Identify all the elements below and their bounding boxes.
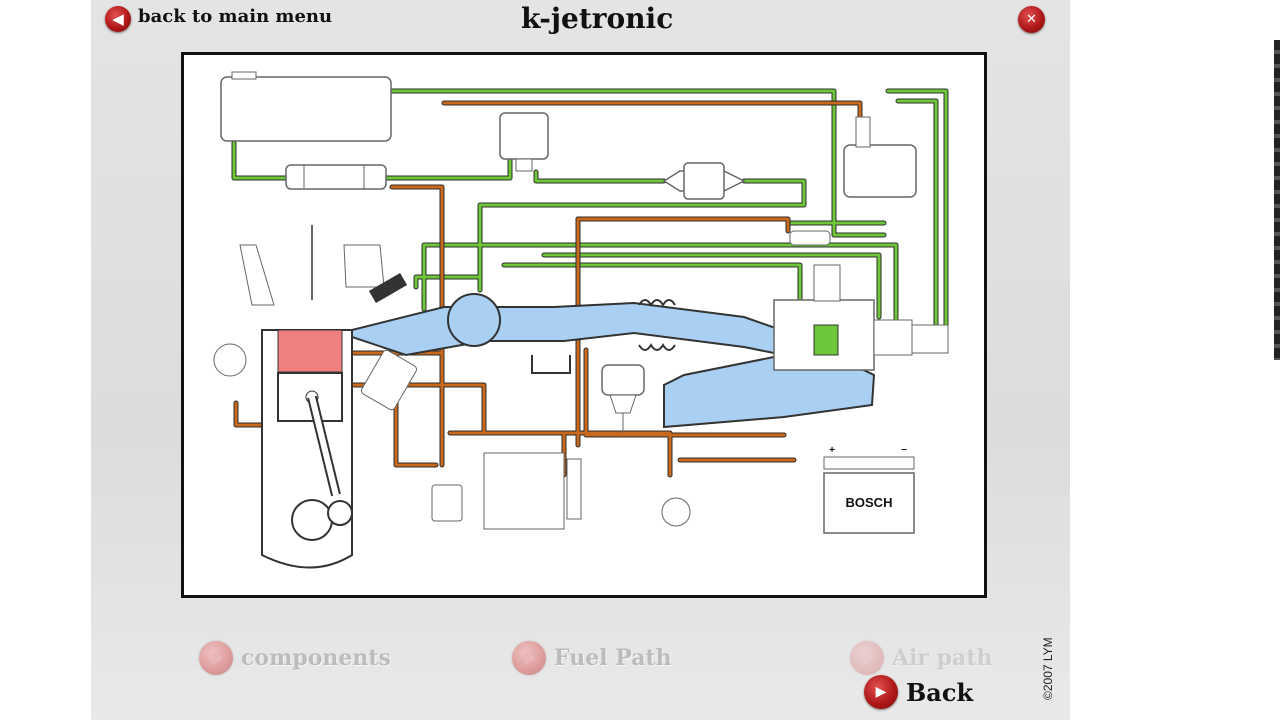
fuel-path-button[interactable]: Fuel Path: [512, 641, 672, 675]
fuel-tank: [220, 76, 392, 142]
auxiliary-air-device: [601, 364, 645, 396]
back-label: Back: [906, 677, 974, 707]
back-button[interactable]: ▶ Back: [864, 675, 973, 709]
fuel-path-label: Fuel Path: [554, 645, 672, 671]
air-path-button[interactable]: Air path: [850, 641, 992, 675]
thermo-time-switch: [431, 484, 463, 522]
fuel-accumulator: [499, 112, 549, 160]
battery: BOSCH + −: [823, 445, 915, 534]
close-button[interactable]: ✕: [1018, 6, 1045, 33]
arrow-left-icon: ◀: [112, 10, 124, 28]
battery-minus: −: [901, 445, 907, 456]
app-window: ◀ back to main menu k-jetronic ✕: [91, 0, 1070, 720]
components-label: components: [241, 645, 391, 671]
play-icon: ▶: [864, 675, 898, 709]
copyright: ©2007 LYM: [1041, 637, 1055, 700]
air-path-label: Air path: [892, 645, 993, 671]
back-to-main-button[interactable]: ◀: [105, 6, 131, 32]
warm-up-regulator: [843, 144, 917, 198]
close-icon: ✕: [1026, 12, 1037, 27]
play-icon: [850, 641, 884, 675]
fuel-pump: [285, 164, 387, 190]
ignition-switch: [661, 497, 691, 527]
components-button[interactable]: components: [199, 641, 391, 675]
battery-label: BOSCH: [846, 495, 893, 510]
battery-plus: +: [829, 445, 835, 456]
scrollbar-strip: [1274, 40, 1280, 360]
diagram-frame: BOSCH + −: [181, 52, 987, 598]
k-jetronic-diagram: BOSCH + −: [213, 71, 949, 569]
play-icon: [512, 641, 546, 675]
control-relay: [483, 452, 565, 530]
play-icon: [199, 641, 233, 675]
page-title: k-jetronic: [521, 2, 674, 35]
back-to-main-link[interactable]: back to main menu: [138, 6, 333, 27]
